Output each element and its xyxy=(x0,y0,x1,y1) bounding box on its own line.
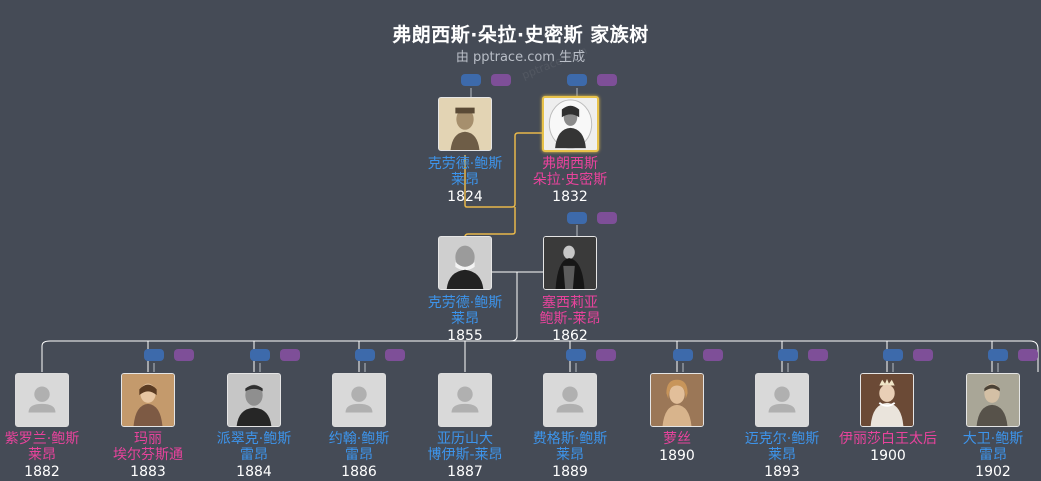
person-name[interactable]: 塞西莉亚 xyxy=(542,295,598,311)
person-name[interactable]: 费格斯·鲍斯 xyxy=(532,431,608,447)
info-tag[interactable] xyxy=(673,349,693,361)
person-name[interactable]: 约翰·鲍斯 xyxy=(328,431,390,447)
person-name[interactable]: 大卫·鲍斯 xyxy=(962,431,1024,447)
avatar-placeholder-icon xyxy=(28,386,56,413)
info-tag[interactable] xyxy=(491,74,511,86)
link-parents-1 xyxy=(464,132,543,208)
person-photo-frances[interactable] xyxy=(542,96,599,152)
person-year: 1832 xyxy=(552,189,588,205)
info-tag[interactable] xyxy=(144,349,164,361)
person-photo-rose[interactable] xyxy=(650,373,704,427)
avatar-placeholder-icon xyxy=(451,386,479,413)
page-subtitle: 由 pptrace.com 生成 xyxy=(455,50,586,65)
person-year: 1890 xyxy=(659,448,695,464)
avatar-placeholder-icon xyxy=(768,386,796,413)
person-name[interactable]: 克劳德·鲍斯 xyxy=(427,295,503,311)
person-name[interactable]: 弗朗西斯 xyxy=(542,156,598,172)
person-name[interactable]: 雷昂 xyxy=(240,447,268,463)
person-year: 1855 xyxy=(447,328,483,344)
person-name[interactable]: 克劳德·鲍斯 xyxy=(427,156,503,172)
info-tag[interactable] xyxy=(567,212,587,224)
person-photo-elizabeth[interactable] xyxy=(860,373,914,427)
person-year: 1883 xyxy=(130,464,166,480)
person-photo-fergus[interactable] xyxy=(543,373,597,427)
info-tag[interactable] xyxy=(597,212,617,224)
person-name[interactable]: 玛丽 xyxy=(134,431,162,447)
info-tag[interactable] xyxy=(567,74,587,86)
person-year: 1889 xyxy=(552,464,588,480)
info-tag[interactable] xyxy=(597,74,617,86)
page-title: 弗朗西斯·朵拉·史密斯 家族树 xyxy=(392,24,649,46)
person-year: 1886 xyxy=(341,464,377,480)
person-year: 1884 xyxy=(236,464,272,480)
info-tag[interactable] xyxy=(1018,349,1038,361)
person-year: 1862 xyxy=(552,328,588,344)
info-tag[interactable] xyxy=(566,349,586,361)
link-descent-1 xyxy=(464,207,516,238)
person-name[interactable]: 莱昂 xyxy=(28,447,56,463)
person-name[interactable]: 博伊斯-莱昂 xyxy=(427,447,503,463)
person-name[interactable]: 莱昂 xyxy=(556,447,584,463)
info-tag[interactable] xyxy=(988,349,1008,361)
info-tag[interactable] xyxy=(385,349,405,361)
person-name[interactable]: 伊丽莎白王太后 xyxy=(839,431,937,447)
person-photo-mary[interactable] xyxy=(121,373,175,427)
info-tag[interactable] xyxy=(280,349,300,361)
info-tag[interactable] xyxy=(778,349,798,361)
info-tag[interactable] xyxy=(250,349,270,361)
person-name[interactable]: 紫罗兰·鲍斯 xyxy=(4,431,80,447)
children-bracket xyxy=(41,340,1039,372)
person-year: 1882 xyxy=(24,464,60,480)
person-name[interactable]: 埃尔芬斯通 xyxy=(113,447,183,463)
person-photo-michael[interactable] xyxy=(755,373,809,427)
person-name[interactable]: 萝丝 xyxy=(663,431,691,447)
info-tag[interactable] xyxy=(913,349,933,361)
info-tag[interactable] xyxy=(808,349,828,361)
person-name[interactable]: 雷昂 xyxy=(345,447,373,463)
info-tag[interactable] xyxy=(461,74,481,86)
person-photo-john[interactable] xyxy=(332,373,386,427)
person-year: 1893 xyxy=(764,464,800,480)
person-name[interactable]: 派翠克·鲍斯 xyxy=(216,431,292,447)
person-year: 1824 xyxy=(447,189,483,205)
person-year: 1902 xyxy=(975,464,1011,480)
avatar-placeholder-icon xyxy=(345,386,373,413)
info-tag[interactable] xyxy=(703,349,723,361)
person-photo-david[interactable] xyxy=(966,373,1020,427)
person-name[interactable]: 亚历山大 xyxy=(437,431,493,447)
info-tag[interactable] xyxy=(174,349,194,361)
avatar-placeholder-icon xyxy=(556,386,584,413)
person-name[interactable]: 莱昂 xyxy=(451,311,479,327)
info-tag[interactable] xyxy=(355,349,375,361)
person-name[interactable]: 迈克尔·鲍斯 xyxy=(744,431,820,447)
person-photo-violet[interactable] xyxy=(15,373,69,427)
person-photo-claude-1824[interactable] xyxy=(438,97,492,151)
person-name[interactable]: 莱昂 xyxy=(768,447,796,463)
info-tag[interactable] xyxy=(883,349,903,361)
person-photo-alexander[interactable] xyxy=(438,373,492,427)
person-photo-cecilia[interactable] xyxy=(543,236,597,290)
person-year: 1887 xyxy=(447,464,483,480)
person-name[interactable]: 莱昂 xyxy=(451,172,479,188)
person-name[interactable]: 朵拉·史密斯 xyxy=(532,172,608,188)
person-name[interactable]: 鲍斯-莱昂 xyxy=(539,311,601,327)
tag-connectors xyxy=(153,88,999,372)
info-tag[interactable] xyxy=(596,349,616,361)
person-year: 1900 xyxy=(870,448,906,464)
person-name[interactable]: 雷昂 xyxy=(979,447,1007,463)
person-photo-claude-1855[interactable] xyxy=(438,236,492,290)
person-photo-patrick[interactable] xyxy=(227,373,281,427)
